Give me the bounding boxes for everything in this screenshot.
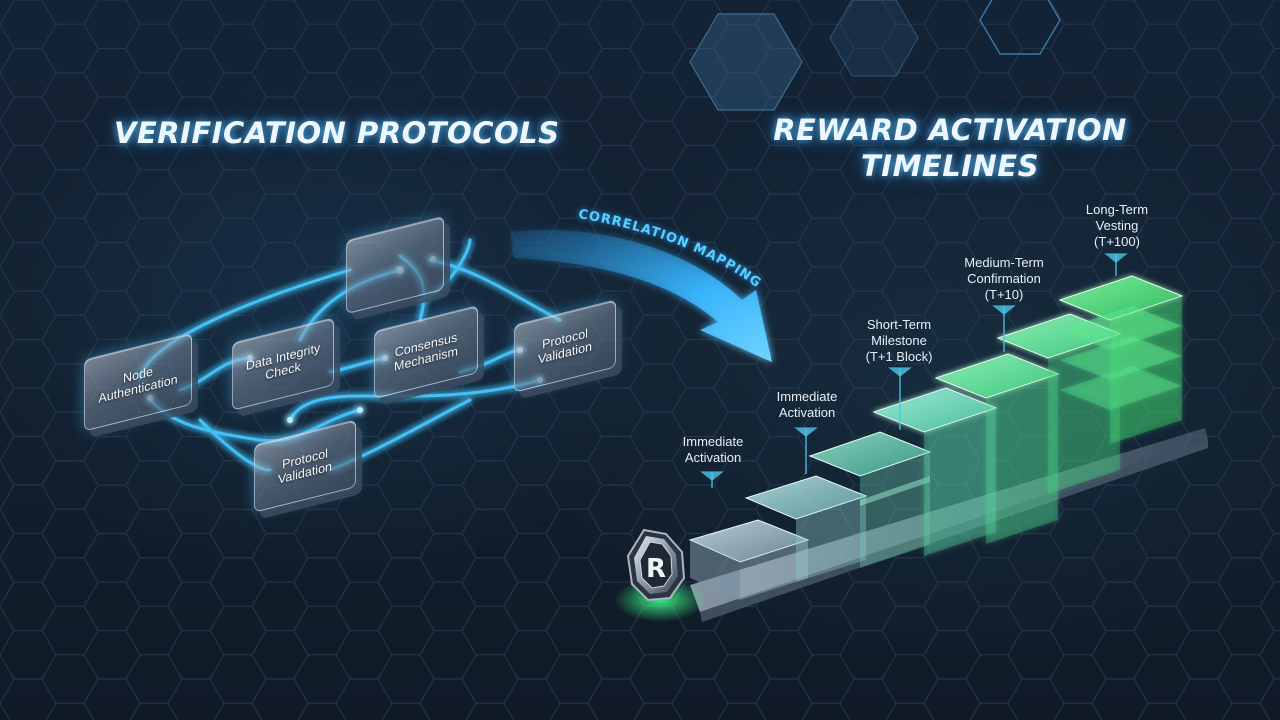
- reward-title-line-1: REWARD ACTIVATION: [773, 113, 1127, 147]
- timeline-step-2: [744, 475, 868, 582]
- step-label-4: Medium-Term Confirmation (T+10): [964, 255, 1044, 302]
- timeline-step-4: [872, 353, 1060, 556]
- correlation-arrow-shape: [510, 229, 772, 362]
- timeline-step-5: [996, 275, 1184, 494]
- timeline-step-1: [688, 519, 810, 600]
- reward-title-line-2: TIMELINES: [861, 149, 1039, 183]
- label-pointers: [700, 253, 1128, 488]
- timeline-step-3: [808, 431, 932, 568]
- step-label-3: Short-Term Milestone (T+1 Block): [865, 317, 933, 364]
- step-label-1: Immediate Activation: [682, 434, 744, 465]
- reward-coin-icon: R: [614, 528, 706, 622]
- verification-protocols-title: VERIFICATION PROTOCOLS: [114, 116, 560, 150]
- reward-activation-title: REWARD ACTIVATION TIMELINES: [760, 112, 1140, 184]
- step-label-5: Long-Term Vesting (T+100): [1085, 202, 1149, 249]
- step-label-2: Immediate Activation: [776, 389, 838, 420]
- coin-letter: R: [646, 554, 666, 584]
